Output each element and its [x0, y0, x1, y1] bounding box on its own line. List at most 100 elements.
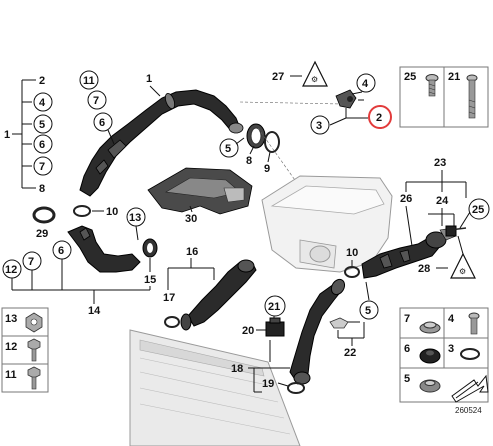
label-23: 23: [434, 157, 446, 169]
o-ring-icon: [460, 348, 480, 360]
label-15: 15: [144, 274, 156, 286]
bracket-23-24: 23 26 24: [400, 157, 467, 247]
label-30: 30: [185, 213, 197, 225]
label-25-box: 25: [404, 71, 416, 83]
warning-triangle-icon: ⚙: [459, 267, 466, 276]
label-14: 14: [88, 305, 101, 317]
label-2-bracket: 2: [39, 75, 45, 87]
label-13-box: 13: [5, 313, 17, 325]
label-10-left: 10: [106, 206, 118, 218]
callout-circle: [219, 138, 239, 158]
screw-icon: [425, 74, 439, 97]
heat-shield-part-30: 30: [147, 167, 253, 225]
label-5-bracket: 5: [39, 119, 45, 131]
bracket-14: 14: [11, 259, 151, 317]
bolt-icon: [466, 74, 478, 119]
callout-circle: [356, 73, 376, 93]
sensor-part-20: 20: [242, 317, 285, 337]
label-3-box: 3: [448, 343, 454, 355]
label-5-top: 5: [225, 143, 231, 155]
label-5-right: 5: [365, 305, 371, 317]
clamp-part-10-right: 10: [344, 247, 360, 278]
label-12-left: 12: [5, 264, 17, 276]
callout-circle: [87, 90, 107, 110]
hose-part-14: [67, 225, 141, 273]
bolt-icon: [27, 338, 41, 362]
label-27: 27: [272, 71, 284, 83]
duct-part-16-17: 16 17: [163, 246, 257, 331]
warning-28: 28 ⚙: [418, 235, 476, 279]
label-10-right: 10: [346, 247, 358, 259]
direction-arrow-icon: [451, 374, 489, 403]
intercooler: [129, 329, 301, 446]
label-7-bracket: 7: [39, 161, 45, 173]
label-28: 28: [418, 263, 430, 275]
label-24: 24: [436, 195, 449, 207]
label-29: 29: [36, 228, 48, 240]
label-5-box: 5: [404, 373, 410, 385]
label-7-box: 7: [404, 313, 410, 325]
label-1-pipe: 1: [146, 73, 152, 85]
bracket-18: 18: [231, 340, 290, 393]
label-17: 17: [163, 292, 175, 304]
label-4-box: 4: [448, 313, 455, 325]
warning-triangle-icon: [450, 252, 476, 279]
label-11-top: 11: [83, 75, 95, 87]
label-16: 16: [186, 246, 198, 258]
label-9: 9: [264, 163, 270, 175]
label-18: 18: [231, 363, 243, 375]
seal-part-29: 29: [32, 206, 56, 240]
hose-part-18: [289, 278, 346, 385]
screw-icon: [468, 312, 480, 335]
clamp-part-19: 19: [262, 378, 305, 394]
warning-triangle-icon: [302, 60, 328, 87]
callout-circle: [79, 70, 99, 90]
label-21-box: 21: [448, 71, 460, 83]
label-8-top: 8: [246, 155, 252, 167]
label-22: 22: [344, 347, 356, 359]
grommet-icon: [419, 321, 441, 334]
label-2-highlight: 2: [376, 112, 382, 124]
label-4-sensor: 4: [362, 78, 369, 90]
label-4-bracket: 4: [39, 97, 46, 109]
highlight-circle: [368, 105, 392, 129]
label-7-left: 7: [28, 256, 34, 268]
label-6-top: 6: [99, 117, 105, 129]
label-20: 20: [242, 325, 254, 337]
label-6-bracket: 6: [39, 139, 45, 151]
nut-icon: [25, 312, 43, 333]
bolt-icon: [27, 366, 41, 390]
label-26: 26: [400, 193, 412, 205]
seal-part-15: 15: [142, 238, 158, 286]
label-11-box: 11: [5, 369, 17, 381]
grommet-icon: [419, 379, 441, 393]
label-8-bracket: 8: [39, 183, 45, 195]
warning-triangle-icon: ⚙: [311, 75, 318, 84]
callout-circle: [468, 198, 490, 220]
hose-part-26: [361, 227, 457, 279]
label-25-right: 25: [472, 204, 484, 216]
rubber-mount-icon: [419, 348, 441, 364]
sensor-group: 27 ⚙ 4 3 2: [272, 60, 392, 135]
clamp-part-22: 22: [329, 317, 365, 359]
hardware-box-bottom-left: 13 12 11: [1, 307, 49, 393]
callout-circle: [310, 115, 330, 135]
index-bracket-left: 1 2 4 5 6 7 8: [4, 75, 53, 195]
hardware-box-top: 25 21: [399, 66, 489, 128]
label-6-box: 6: [404, 343, 410, 355]
charge-pipe-part-1: 1: [79, 73, 244, 197]
callout-circle: [264, 295, 286, 317]
label-12-box: 12: [5, 341, 17, 353]
callout-circle: [33, 92, 53, 112]
label-7-top: 7: [93, 95, 99, 107]
label-1-bracket: 1: [4, 129, 10, 141]
hardware-box-bottom-right: 7 4 6 3 5: [399, 307, 489, 403]
label-6-left: 6: [58, 245, 64, 257]
label-21-center: 21: [268, 301, 280, 313]
callout-circle: [359, 300, 379, 320]
label-19: 19: [262, 378, 274, 390]
clamp-part-5-8: 5 8 9: [219, 123, 280, 175]
callout-circle: [33, 156, 53, 176]
